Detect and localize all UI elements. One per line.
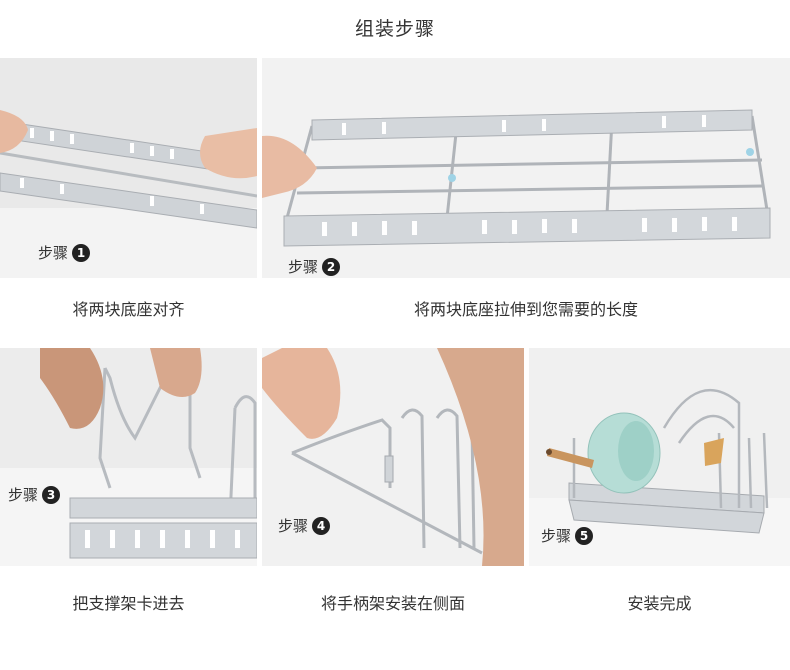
step-5-photo (529, 348, 790, 566)
step-5-caption: 安装完成 (627, 594, 692, 613)
step-3-label: 步骤 3 (8, 484, 61, 505)
step-number-badge: 5 (575, 526, 594, 545)
step-2-label: 步骤 2 (288, 256, 341, 277)
step-2-photo (262, 58, 790, 278)
step-5-label: 步骤 5 (541, 525, 594, 546)
step-number-badge: 3 (42, 485, 61, 504)
step-prefix: 步骤 (278, 517, 309, 535)
step-prefix: 步骤 (541, 527, 572, 545)
step-3-caption: 把支撑架卡进去 (72, 594, 185, 613)
step-4-caption: 将手柄架安装在侧面 (320, 594, 465, 613)
step-3-photo (0, 348, 257, 566)
step-1-photo (0, 58, 257, 278)
step-prefix: 步骤 (288, 258, 319, 276)
step-4-photo (262, 348, 524, 566)
page-title: 组装步骤 (354, 18, 435, 40)
step-2-caption: 将两块底座拉伸到您需要的长度 (413, 300, 638, 319)
step-prefix: 步骤 (38, 244, 69, 262)
step-prefix: 步骤 (8, 486, 39, 504)
step-number-badge: 4 (312, 516, 331, 535)
step-number-badge: 2 (322, 257, 341, 276)
step-1-caption: 将两块底座对齐 (72, 300, 185, 319)
step-1-label: 步骤 1 (38, 242, 91, 263)
step-4-label: 步骤 4 (278, 515, 331, 536)
step-number-badge: 1 (72, 243, 91, 262)
